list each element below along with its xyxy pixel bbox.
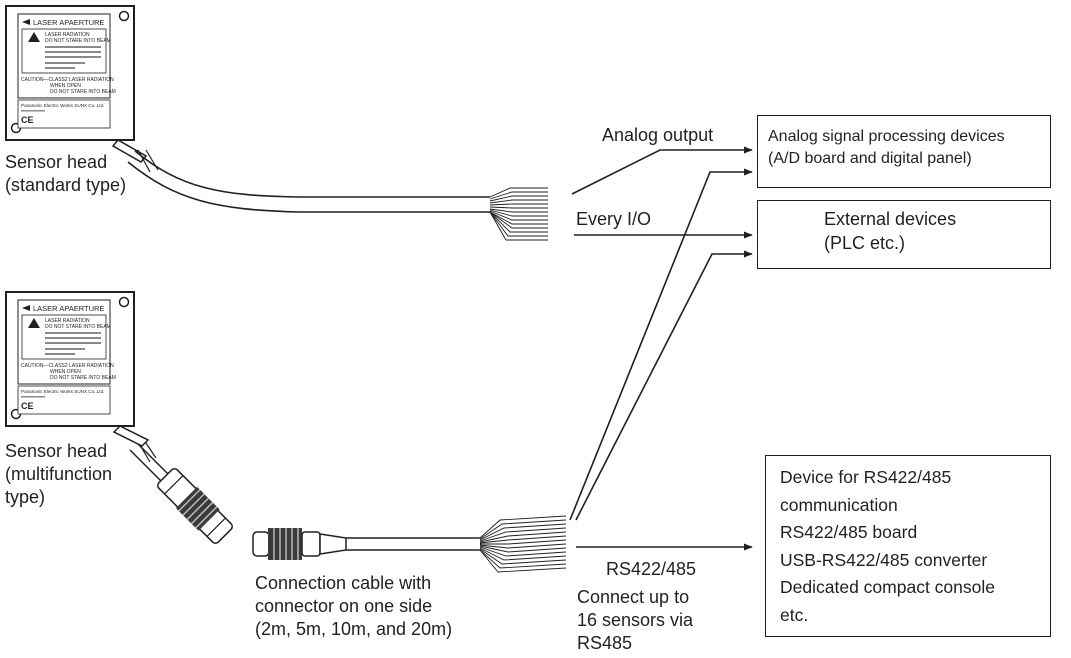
wire-fan-standard (489, 187, 548, 241)
svg-text:WHEN OPEN: WHEN OPEN (50, 369, 81, 375)
rs485-note: Connect up to 16 sensors via RS485 (577, 587, 694, 653)
wire-fan-cable (479, 515, 567, 573)
svg-text:DO NOT STARE INTO BEAM: DO NOT STARE INTO BEAM (50, 89, 116, 95)
aperture-text: LASER APAERTURE (33, 18, 104, 27)
connection-arrows (569, 146, 753, 551)
analog-output-label: Analog output (602, 125, 714, 145)
external-devices-box: External devices (PLC etc.) (757, 200, 1051, 269)
svg-text:DO NOT STARE INTO BEAM: DO NOT STARE INTO BEAM (45, 38, 111, 44)
rs422-devices-box: Device for RS422/485 communication RS422… (765, 455, 1051, 637)
svg-text:DO NOT STARE INTO BEAM: DO NOT STARE INTO BEAM (50, 375, 116, 381)
connection-cable (252, 528, 480, 560)
svg-text:WHEN OPEN: WHEN OPEN (50, 83, 81, 89)
sensor-cable-standard (127, 149, 490, 213)
svg-text:Panasonic Electric Works SUNX: Panasonic Electric Works SUNX Co.,Ltd. (21, 103, 104, 108)
svg-text:LASER APAERTURE: LASER APAERTURE (33, 304, 104, 313)
rs422-label: RS422/485 (606, 559, 697, 579)
sensor-head-multifunction: LASER APAERTURE LASER RADIATION DO NOT S… (5, 291, 171, 483)
svg-text:LASER RADIATION: LASER RADIATION (45, 32, 90, 38)
cable-label: Connection cable with connector on one s… (255, 573, 453, 639)
svg-text:DO NOT STARE INTO BEAM: DO NOT STARE INTO BEAM (45, 324, 111, 330)
svg-text:CAUTION—CLASS2 LASER RADIATION: CAUTION—CLASS2 LASER RADIATION (21, 363, 114, 369)
sensor-head-multifunction-label: Sensor head (multifunction type) (5, 441, 113, 507)
analog-devices-box: Analog signal processing devices (A/D bo… (757, 115, 1051, 188)
every-io-label: Every I/O (576, 209, 652, 229)
svg-text:Panasonic Electric Works SUNX: Panasonic Electric Works SUNX Co.,Ltd. (21, 389, 104, 394)
svg-text:LASER RADIATION: LASER RADIATION (45, 318, 90, 324)
svg-text:CE: CE (21, 115, 34, 125)
analog-devices-text: Analog signal processing devices (A/D bo… (768, 128, 1005, 167)
svg-text:CE: CE (21, 401, 34, 411)
sensor-head-standard: LASER APAERTURE LASER RADIATION DO NOT S… (5, 5, 148, 163)
svg-text:CAUTION—CLASS2 LASER RADIATION: CAUTION—CLASS2 LASER RADIATION (21, 77, 114, 83)
head-connector (157, 468, 233, 544)
sensor-head-standard-label: Sensor head (standard type) (5, 152, 127, 195)
rs422-devices-text: Device for RS422/485 communication RS422… (780, 467, 995, 625)
external-devices-text: External devices (PLC etc.) (824, 209, 957, 253)
